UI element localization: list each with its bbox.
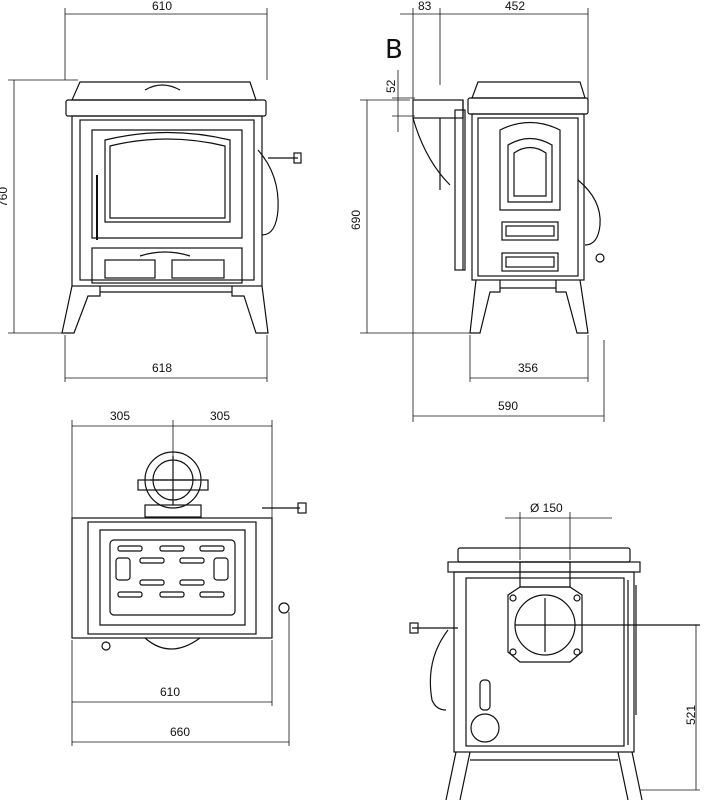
side-leg-depth-label: 356 <box>518 361 538 375</box>
top-plate-slots <box>115 545 229 598</box>
side-depth-label: 452 <box>505 0 525 13</box>
front-bottom-width-label: 618 <box>152 361 172 375</box>
top-total-width-label: 660 <box>170 725 190 739</box>
rear-flue-diameter-label: Ø 150 <box>530 501 563 515</box>
top-left-half-label: 305 <box>110 409 130 423</box>
side-offset-label: 83 <box>418 0 432 13</box>
side-total-depth-label: 590 <box>498 399 518 413</box>
side-height-label: 690 <box>349 210 363 230</box>
top-view: 305 305 <box>71 409 307 746</box>
side-view: 83 452 B 52 690 <box>349 0 605 422</box>
rear-flue-height-label: 521 <box>684 705 698 725</box>
top-right-half-label: 305 <box>210 409 230 423</box>
front-top-width-label: 610 <box>152 0 172 13</box>
rear-view: Ø 150 521 <box>409 501 700 801</box>
front-view: 610 760 618 <box>0 0 302 382</box>
top-width-label: 610 <box>160 685 180 699</box>
side-view-letter: B <box>385 35 403 65</box>
side-small-label: 52 <box>384 79 398 93</box>
front-height-label: 760 <box>0 187 10 207</box>
